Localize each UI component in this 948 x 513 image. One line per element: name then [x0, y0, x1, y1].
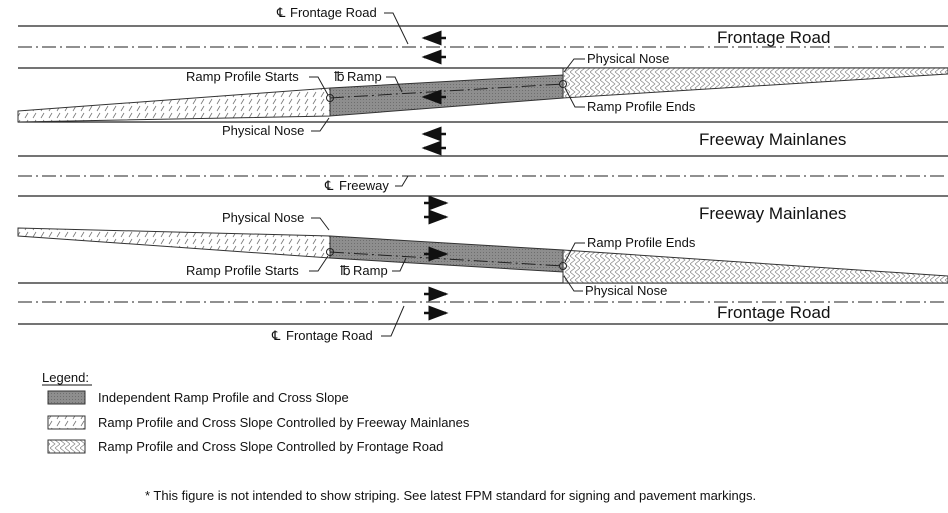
legend-item-label: Ramp Profile and Cross Slope Controlled … [98, 439, 443, 454]
ramp-profile-start-point [326, 94, 334, 102]
physical-nose-label: Physical Nose [222, 210, 304, 225]
cl-frontage-road-label: Frontage Road [290, 5, 377, 20]
physical-nose-label: Physical Nose [585, 283, 667, 298]
footnote: * This figure is not intended to show st… [145, 488, 756, 503]
legend-item-label: Independent Ramp Profile and Cross Slope [98, 390, 349, 405]
frontage-road-label: Frontage Road [717, 303, 830, 322]
ramp-profile-starts-label: Ramp Profile Starts [186, 69, 299, 84]
freeway-controlled-area [17, 227, 331, 259]
ramp-profile-ends-label: Ramp Profile Ends [587, 99, 696, 114]
freeway-mainlanes-label: Freeway Mainlanes [699, 130, 846, 149]
cl-freeway-label: Freeway [339, 178, 389, 193]
direction-arrows [421, 30, 446, 156]
freeway-centerline: ℄ Freeway [18, 175, 948, 193]
ramp-profile-ends-label: Ramp Profile Ends [587, 235, 696, 250]
legend: Legend: Independent Ramp Profile and Cro… [42, 370, 470, 454]
centerline-symbol: ℄ [276, 5, 286, 20]
legend-item-label: Ramp Profile and Cross Slope Controlled … [98, 415, 470, 430]
bl-ramp-label: Ramp [353, 263, 388, 278]
physical-nose-label: Physical Nose [222, 123, 304, 138]
frontage-controlled-area [562, 249, 948, 284]
legend-swatch-independent [47, 390, 86, 405]
top-section: ℄ Frontage Road Frontage Road Ramp Profi… [17, 5, 948, 157]
bl-ramp-label: Ramp [347, 69, 382, 84]
legend-title: Legend: [42, 370, 89, 385]
legend-swatch-freeway [47, 415, 86, 430]
frontage-controlled-area [562, 67, 948, 99]
centerline-symbol: ℄ [324, 178, 334, 193]
baseline-symbol: ℔ [340, 263, 351, 278]
cl-frontage-road-label: Frontage Road [286, 328, 373, 343]
legend-swatch-frontage [47, 439, 86, 454]
ramp-profile-start-point [326, 248, 334, 256]
freeway-mainlanes-label: Freeway Mainlanes [699, 204, 846, 223]
bottom-section: Freeway Mainlanes Physical Nose Ramp Pro… [17, 195, 948, 343]
frontage-road-label: Frontage Road [717, 28, 830, 47]
ramp-profile-end-point [559, 80, 567, 88]
centerline-symbol: ℄ [271, 328, 281, 343]
baseline-symbol: ℔ [334, 69, 345, 84]
direction-arrows [424, 195, 449, 321]
freeway-controlled-area [17, 87, 331, 123]
ramp-profile-end-point [559, 262, 567, 270]
physical-nose-label: Physical Nose [587, 51, 669, 66]
ramp-profile-starts-label: Ramp Profile Starts [186, 263, 299, 278]
